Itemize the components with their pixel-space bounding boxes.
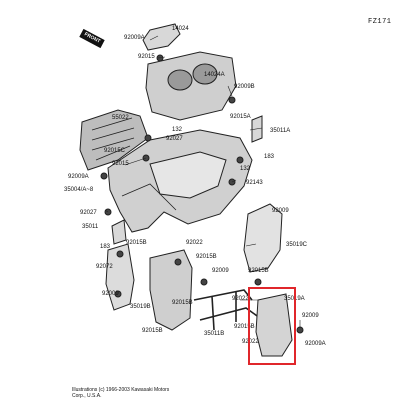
part-label: 92009B xyxy=(234,84,255,90)
bolt-11 xyxy=(200,278,208,286)
part-label: 92027 xyxy=(80,210,97,216)
part-label: 92015C xyxy=(104,148,126,154)
part-label: 92009 xyxy=(302,313,319,319)
grille-part xyxy=(79,109,149,171)
part-label: 35019C xyxy=(286,242,308,248)
part-label: 35011B xyxy=(204,331,225,337)
bolt-13 xyxy=(254,278,262,286)
mudguard-left xyxy=(105,243,135,311)
part-label: 92015A xyxy=(230,114,251,120)
part-label: 92009A xyxy=(124,35,145,41)
bolt-3 xyxy=(144,134,152,142)
part-label: 92022 xyxy=(242,339,259,345)
part-label: 92027 xyxy=(166,136,183,142)
part-label: 35011A xyxy=(270,128,291,134)
bolt-9 xyxy=(116,250,124,258)
part-label: 92009 xyxy=(102,291,119,297)
highlighted-flap-part xyxy=(255,293,293,357)
bracket-35011 xyxy=(111,219,127,245)
copyright-text: Illustrations (c) 1966-2003 Kawasaki Mot… xyxy=(72,387,170,399)
bolt-10 xyxy=(174,258,182,266)
part-label: 35004/A~8 xyxy=(64,187,94,193)
part-label: 92015B xyxy=(172,300,193,306)
part-label: 92015 xyxy=(112,161,129,167)
bolt-2 xyxy=(228,96,236,104)
part-label: 92009A xyxy=(305,341,326,347)
part-label: 132 xyxy=(240,166,251,172)
part-label: 14024 xyxy=(172,26,189,32)
part-label: 183 xyxy=(100,244,111,250)
part-label: 183 xyxy=(264,154,275,160)
bracket-rod xyxy=(193,289,261,331)
bolt-4 xyxy=(100,172,108,180)
part-label: 92015B xyxy=(126,240,147,246)
part-label: 92072 xyxy=(96,264,113,270)
part-label: 55022 xyxy=(112,115,129,121)
bolt-7 xyxy=(236,156,244,164)
part-label: 92015 xyxy=(138,54,155,60)
part-label: 92022 xyxy=(232,296,249,302)
part-label: 92022 xyxy=(186,240,203,246)
part-label: 92015B xyxy=(142,328,163,334)
part-label: 132 xyxy=(172,127,183,133)
part-label: 92015B xyxy=(248,268,269,274)
headlight-housing xyxy=(145,51,237,121)
part-label: 92009 xyxy=(212,268,229,274)
part-label: 92009A xyxy=(68,174,89,180)
highlight-box xyxy=(248,287,296,365)
diagram-code: FZ171 xyxy=(368,18,392,26)
mudguard-center xyxy=(149,249,193,331)
part-label: 92009 xyxy=(272,208,289,214)
part-label: 35019B xyxy=(130,304,151,310)
part-label: 35011 xyxy=(82,224,99,230)
bolt-14 xyxy=(114,290,122,298)
part-label: 92015B xyxy=(196,254,217,260)
part-label: 14024A xyxy=(204,72,225,78)
headlight-lens-left xyxy=(167,69,193,91)
top-cover-part xyxy=(142,23,181,51)
side-panel-right xyxy=(243,203,283,273)
part-label: 92015B xyxy=(234,324,255,330)
headlight-lens-right xyxy=(192,63,218,85)
part-label: 92143 xyxy=(246,180,263,186)
